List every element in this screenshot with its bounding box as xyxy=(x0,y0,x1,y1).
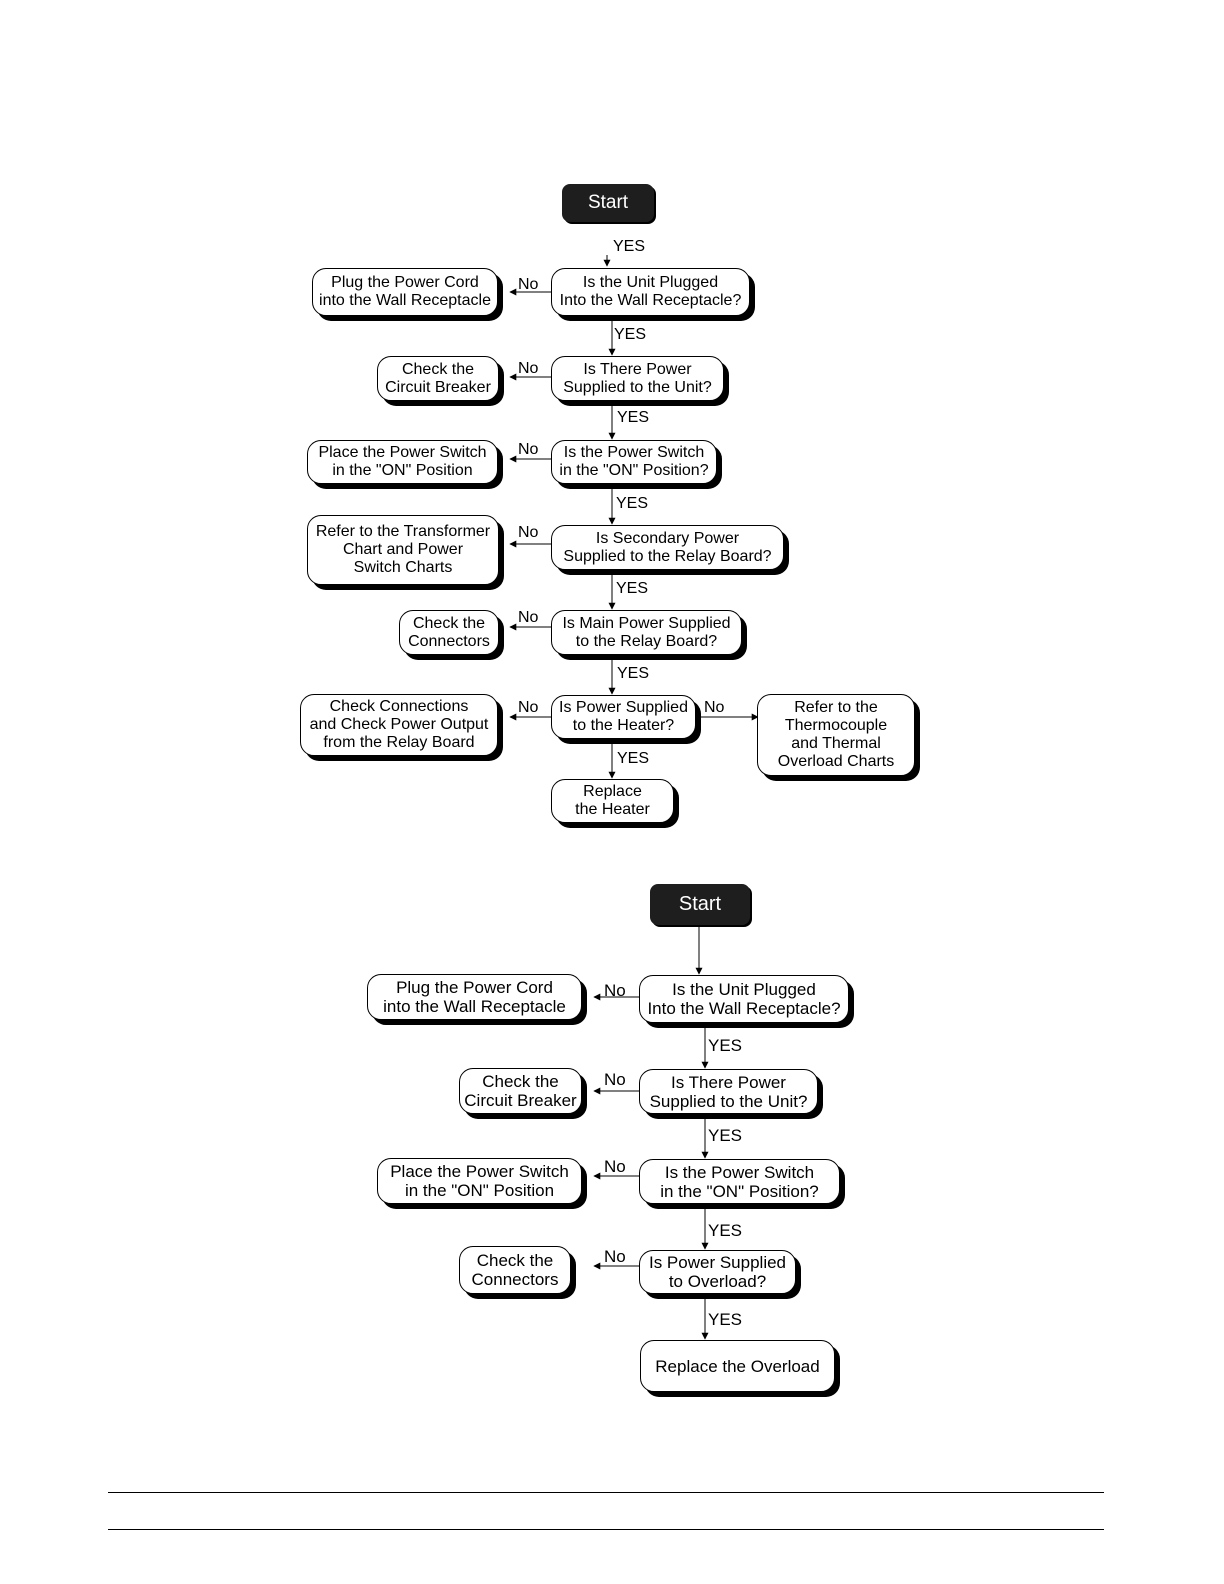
c1-no-label-2: No xyxy=(518,360,539,377)
c2-yes-label-4: YES xyxy=(708,1310,743,1329)
c1-question-plugged: Is the Unit Plugged Into the Wall Recept… xyxy=(551,268,750,316)
c2-no-label-3: No xyxy=(604,1157,626,1176)
c1-question-secondary-power: Is Secondary Power Supplied to the Relay… xyxy=(551,525,784,570)
c1-start-node: Start xyxy=(562,184,654,222)
c1-action-check-relay-output: Check Connections and Check Power Output… xyxy=(300,694,498,756)
c1-no-label-4: No xyxy=(518,524,539,541)
c1-question-power-supplied: Is There Power Supplied to the Unit? xyxy=(551,356,724,401)
c2-yes-label-3: YES xyxy=(708,1221,743,1240)
c1-action-refer-transformer: Refer to the Transformer Chart and Power… xyxy=(307,515,499,585)
c1-no-label-3: No xyxy=(518,441,539,458)
c1-yes-label-1: YES xyxy=(613,238,646,255)
c2-question-overload-power: Is Power Supplied to Overload? xyxy=(639,1250,796,1294)
c1-question-main-power: Is Main Power Supplied to the Relay Boar… xyxy=(551,610,742,655)
c1-yes-label-4: YES xyxy=(616,495,649,512)
c2-start-node: Start xyxy=(650,884,750,925)
c1-yes-label-2: YES xyxy=(614,326,647,343)
c2-yes-label-2: YES xyxy=(708,1126,743,1145)
c1-action-place-switch: Place the Power Switch in the "ON" Posit… xyxy=(307,440,498,484)
c1-no-label-5: No xyxy=(518,609,539,626)
c1-yes-label-7: YES xyxy=(617,750,650,767)
c2-question-power-supplied: Is There Power Supplied to the Unit? xyxy=(639,1069,818,1114)
c2-action-circuit-breaker: Check the Circuit Breaker xyxy=(459,1068,582,1114)
c2-end-replace-overload: Replace the Overload xyxy=(640,1340,835,1392)
c1-question-power-switch: Is the Power Switch in the "ON" Position… xyxy=(551,440,717,484)
c1-action-check-connectors: Check the Connectors xyxy=(399,610,499,655)
c2-no-label-4: No xyxy=(604,1247,626,1266)
c1-question-heater-power: Is Power Supplied to the Heater? xyxy=(551,695,696,739)
footer-rule-bottom xyxy=(108,1529,1104,1530)
footer-rule-top xyxy=(108,1492,1104,1493)
c2-no-label-2: No xyxy=(604,1070,626,1089)
c1-yes-label-3: YES xyxy=(617,409,650,426)
c1-yes-label-5: YES xyxy=(616,580,649,597)
c2-question-plugged: Is the Unit Plugged Into the Wall Recept… xyxy=(639,975,849,1023)
c2-action-check-connectors: Check the Connectors xyxy=(459,1246,571,1294)
c1-no-label-6: No xyxy=(518,699,539,716)
c2-yes-label-1: YES xyxy=(708,1036,743,1055)
c1-no-label-7: No xyxy=(704,699,725,716)
c1-no-label-1: No xyxy=(518,276,539,293)
c1-action-refer-thermocouple: Refer to the Thermocouple and Thermal Ov… xyxy=(757,694,915,776)
c1-end-replace-heater: Replace the Heater xyxy=(551,779,674,823)
c1-yes-label-6: YES xyxy=(617,665,650,682)
c2-no-label-1: No xyxy=(604,981,626,1000)
c2-question-power-switch: Is the Power Switch in the "ON" Position… xyxy=(639,1159,840,1204)
c2-action-place-switch: Place the Power Switch in the "ON" Posit… xyxy=(377,1158,582,1204)
c1-action-circuit-breaker: Check the Circuit Breaker xyxy=(377,356,499,401)
c1-action-plug-cord: Plug the Power Cord into the Wall Recept… xyxy=(312,268,498,316)
c2-action-plug-cord: Plug the Power Cord into the Wall Recept… xyxy=(367,974,582,1020)
